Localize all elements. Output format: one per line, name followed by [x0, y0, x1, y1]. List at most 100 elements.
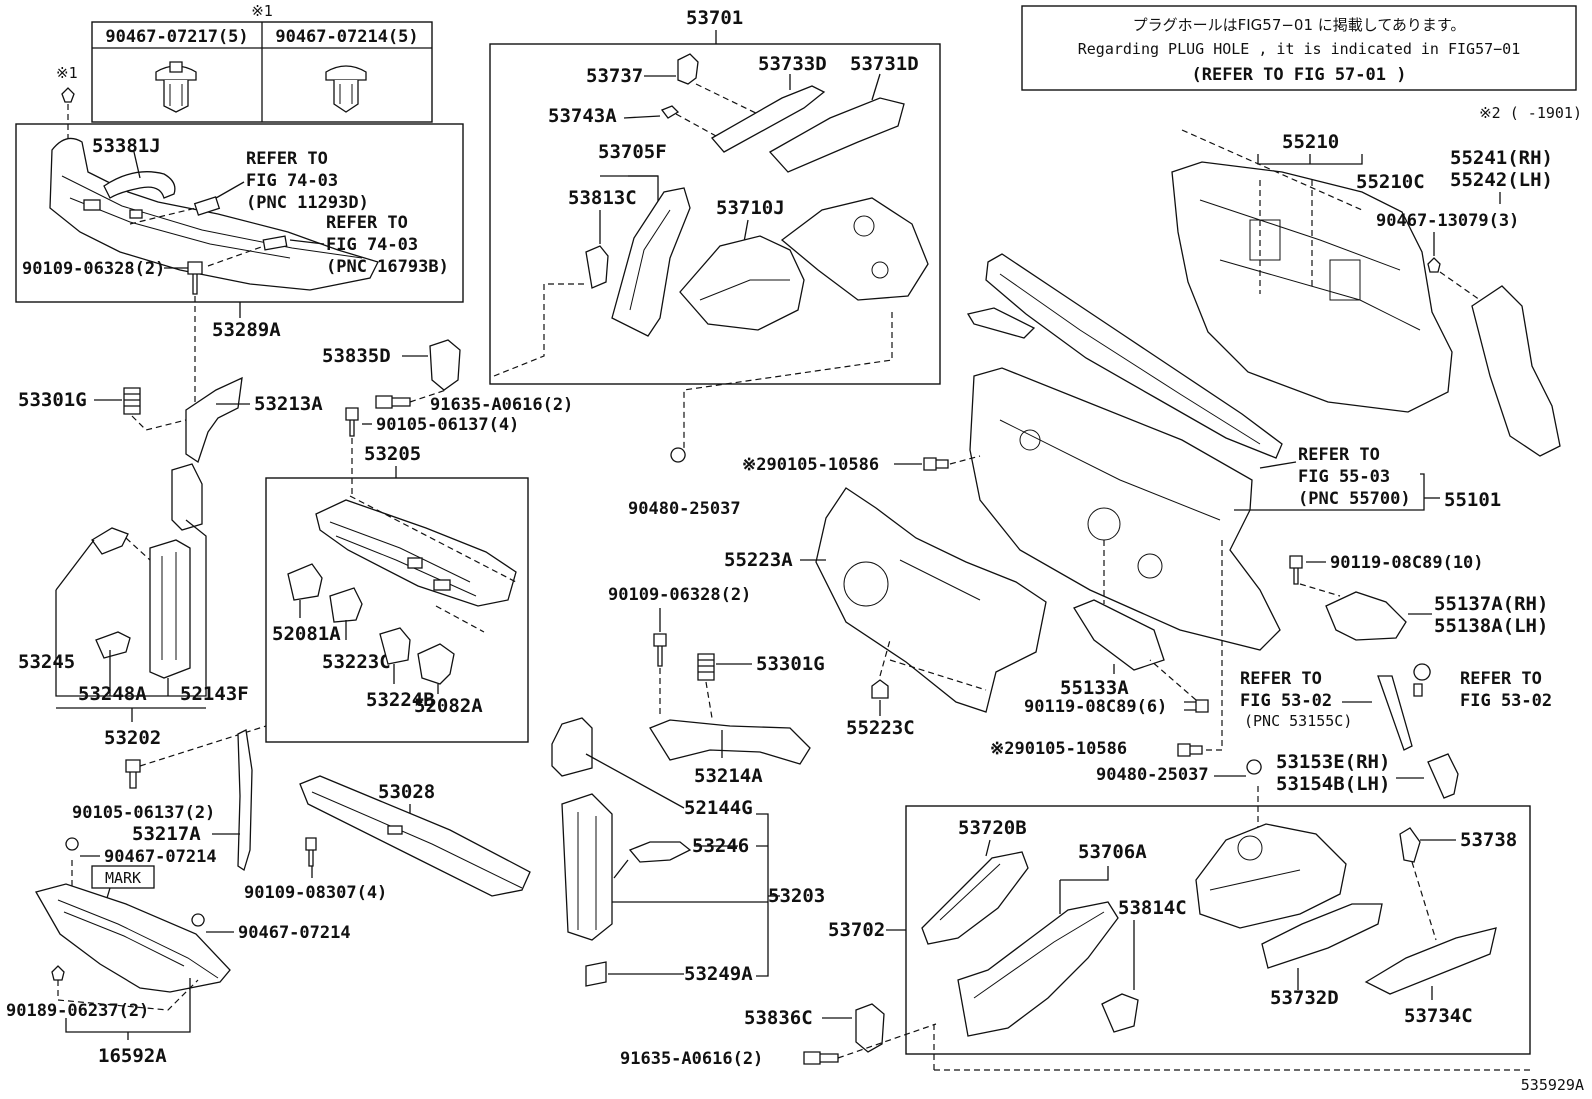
label-90109-06328-b: 90109-06328(2) — [608, 585, 751, 605]
label-55133A: 55133A — [1060, 677, 1129, 699]
part-53743A — [660, 105, 680, 119]
part-53738 — [1399, 827, 1421, 863]
clip-90189 — [51, 965, 65, 981]
bolt-91635-b — [803, 1051, 839, 1065]
part-16793B — [262, 235, 288, 251]
ref2-line1: REFER TO — [326, 213, 408, 233]
part-53214A — [649, 719, 811, 765]
group-box-53701 — [489, 43, 941, 385]
label-90109-08307: 90109-08307(4) — [244, 883, 387, 903]
label-55241: 55241(RH) — [1450, 147, 1553, 169]
part-52082A — [417, 643, 455, 685]
label-53731D: 53731D — [850, 53, 919, 75]
grommet-90480-a — [670, 447, 686, 463]
ref1-line3: (PNC 11293D) — [246, 193, 369, 213]
label-53734C: 53734C — [1404, 1005, 1473, 1027]
group-box-53205 — [265, 477, 529, 743]
footnote-range: ※2 ( -1901) — [1479, 104, 1582, 122]
label-53710J: 53710J — [716, 197, 785, 219]
label-90105-10586-b: ※290105-10586 — [990, 739, 1127, 759]
part-53835D — [429, 339, 461, 391]
part-53705F — [611, 187, 691, 337]
label-90105-06137-4: 90105-06137(4) — [376, 415, 519, 435]
label-53202: 53202 — [104, 727, 161, 749]
part-53202-top — [171, 463, 203, 531]
label-53153E: 53153E(RH) — [1276, 751, 1390, 773]
label-55242: 55242(LH) — [1450, 169, 1553, 191]
part-53213A — [185, 376, 243, 464]
label-52144G: 52144G — [684, 797, 753, 819]
label-52082A: 52082A — [414, 695, 483, 717]
part-53731D — [768, 97, 905, 173]
clip-90467-07214-a — [65, 837, 79, 851]
part-53246 — [628, 841, 692, 863]
part-55101-dash-panel — [969, 367, 1281, 651]
clip-table-mark: ※1 — [251, 2, 273, 20]
label-90467-07214-a: 90467-07214 — [104, 847, 217, 867]
part-53702-apron — [1195, 823, 1347, 929]
label-53701: 53701 — [686, 7, 743, 29]
ref2-line2: FIG 74-03 — [326, 235, 418, 255]
label-53737: 53737 — [586, 65, 643, 87]
label-53028: 53028 — [378, 781, 435, 803]
clip-90467-13079 — [1427, 257, 1441, 273]
clip-table-header-1: 90467-07217(5) — [105, 27, 248, 47]
bolt-90109-06328-b — [653, 633, 667, 667]
label-53223C: 53223C — [322, 651, 391, 673]
label-55137A: 55137A(RH) — [1434, 593, 1548, 615]
part-53223C — [329, 587, 363, 623]
figure-number: 535929A — [1521, 1076, 1584, 1094]
label-55223A: 55223A — [724, 549, 793, 571]
part-55210-insulator — [1171, 161, 1453, 413]
label-90105-06137-2: 90105-06137(2) — [72, 803, 215, 823]
label-53203: 53203 — [768, 885, 825, 907]
label-53214A: 53214A — [694, 765, 763, 787]
label-55210: 55210 — [1282, 131, 1339, 153]
label-90109-06328-a: 90109-06328(2) — [22, 259, 165, 279]
label-55223C: 55223C — [846, 717, 915, 739]
part-55223A-silencer — [815, 487, 1047, 713]
label-53743A: 53743A — [548, 105, 617, 127]
mark-box — [91, 865, 155, 889]
part-53836C — [855, 1003, 885, 1053]
label-53738: 53738 — [1460, 829, 1517, 851]
clip-icon-1 — [155, 61, 197, 113]
label-53720B: 53720B — [958, 817, 1027, 839]
part-53720B — [921, 851, 1029, 945]
ref4-line3: (PNC 53155C) — [1244, 712, 1352, 730]
label-53205: 53205 — [364, 443, 421, 465]
bolt-90119-a — [1289, 555, 1303, 585]
label-53381J: 53381J — [92, 135, 161, 157]
label-90119-a: 90119-08C89(10) — [1330, 553, 1484, 573]
part-53155C — [1377, 675, 1413, 751]
label-53813C: 53813C — [568, 187, 637, 209]
clip-90467-07214-b — [191, 913, 205, 927]
label-53702: 53702 — [828, 919, 885, 941]
label-53705F: 53705F — [598, 141, 667, 163]
part-53224B — [379, 627, 411, 665]
bolt-90109-06328-a — [187, 261, 203, 295]
label-90467-13079: 90467-13079(3) — [1376, 211, 1519, 231]
label-53213A: 53213A — [254, 393, 323, 415]
clip-icon-2 — [325, 65, 367, 113]
part-53706A — [957, 901, 1119, 1037]
label-53289A: 53289A — [212, 319, 281, 341]
label-53733D: 53733D — [758, 53, 827, 75]
bolt-90105-06137-2 — [125, 759, 141, 789]
label-53301G-a: 53301G — [18, 389, 87, 411]
label-53732D: 53732D — [1270, 987, 1339, 1009]
bolt-90119-b — [1184, 699, 1209, 713]
label-53154B: 53154B(LH) — [1276, 773, 1390, 795]
part-53814C — [1101, 993, 1139, 1033]
label-16592A: 16592A — [98, 1045, 167, 1067]
label-90119-b: 90119-08C89(6) — [1024, 697, 1167, 717]
ref3-line3: (PNC 55700) — [1298, 489, 1411, 509]
part-55241-panel — [1471, 285, 1561, 457]
part-52143F — [149, 539, 191, 679]
bolt-90109-08307 — [305, 837, 317, 867]
note-refer-text: (REFER TO FIG 57-01 ) — [1192, 65, 1407, 85]
label-53249A: 53249A — [684, 963, 753, 985]
label-90189: 90189-06237(2) — [6, 1001, 149, 1021]
plug-hole-note: プラグホールはFIG57−01 に掲載してあります。 Regarding PLU… — [1021, 5, 1577, 91]
